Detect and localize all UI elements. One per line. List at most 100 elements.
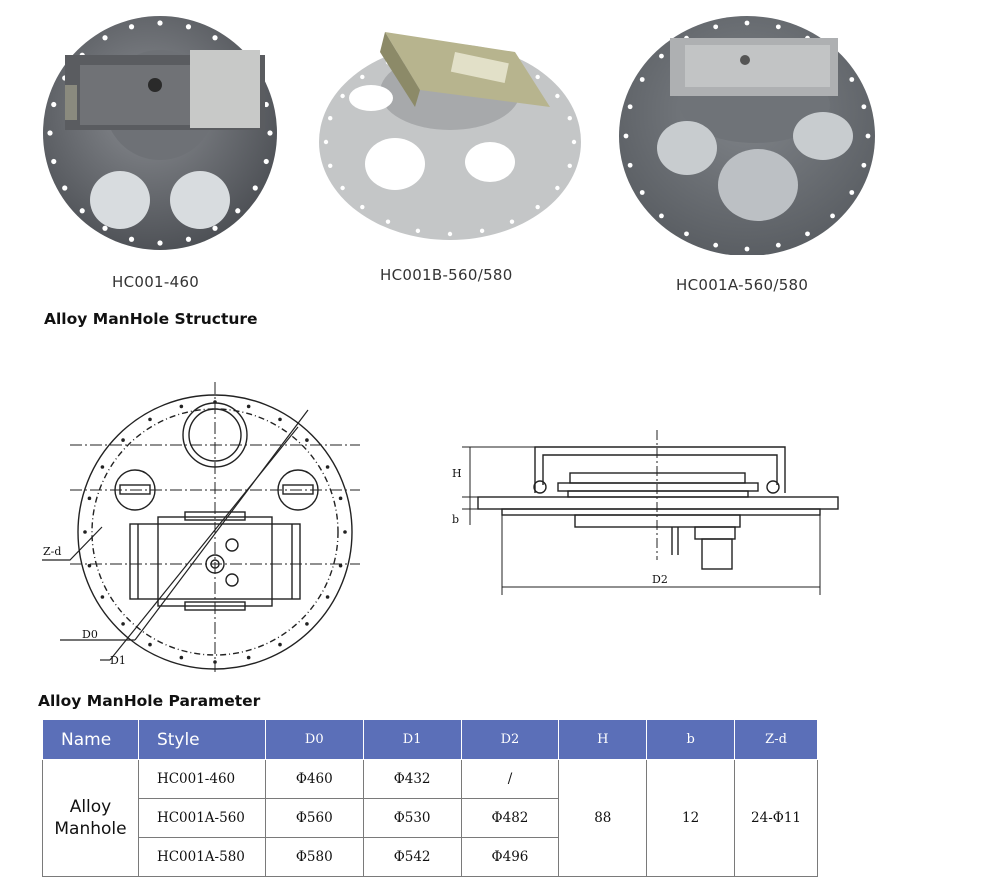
photo-caption-3: HC001A-560/580 <box>676 276 809 294</box>
bolt-hole <box>340 93 345 99</box>
bolt-hole <box>639 77 645 82</box>
bolt-hole <box>62 185 68 191</box>
table-row: Alloy Manhole HC001-460 Φ460 Φ432 / 88 1… <box>42 759 818 877</box>
b-cell: 12 <box>646 759 736 877</box>
photo-caption-2: HC001B-560/580 <box>380 266 513 284</box>
bolt-hole <box>775 242 781 248</box>
bolt-hole <box>713 24 719 30</box>
bolt-hole <box>121 438 125 442</box>
bolt-hole <box>328 115 333 121</box>
bolt-hole <box>51 101 57 108</box>
label-zd: Z-d <box>43 545 61 558</box>
header-b: b <box>646 719 736 760</box>
bolt-hole <box>83 530 87 534</box>
parameter-heading: Alloy ManHole Parameter <box>38 692 261 710</box>
bolt-hole <box>213 660 217 664</box>
bolt-hole <box>87 563 92 568</box>
manhole-side-view-drawing: H b D2 <box>452 430 839 595</box>
bolt-hole <box>79 208 85 214</box>
d2-cell: / <box>460 759 560 799</box>
bolt-hole <box>360 74 365 80</box>
bolt-hole <box>623 133 629 139</box>
bolt-hole <box>325 595 330 599</box>
bolt-hole <box>684 231 689 237</box>
d2-cell: Φ496 <box>460 837 560 877</box>
manhole-photo-hc001b-560-580 <box>319 32 581 240</box>
header-h: H <box>558 719 648 760</box>
header-d0: D0 <box>264 719 364 760</box>
bolt-hole <box>775 24 781 30</box>
bolt-hole <box>659 213 664 219</box>
bolt-hole <box>713 242 719 248</box>
bolt-hole <box>235 208 241 214</box>
bolt-hole <box>555 93 560 99</box>
header-style: Style <box>137 719 266 760</box>
bolt-hole <box>213 400 217 404</box>
label-h: H <box>452 467 462 480</box>
bolt-hole <box>121 622 125 626</box>
bolt-hole <box>338 563 343 568</box>
photo-caption-1: HC001-460 <box>112 273 200 291</box>
table-header-row: Name Style D0 D1 D2 H b Z-d <box>42 719 818 760</box>
bolt-hole <box>535 74 540 80</box>
bolt-hole <box>157 240 163 246</box>
table-row: HC001A-560 Φ560 Φ530 Φ482 <box>43 798 818 838</box>
bolt-hole <box>87 496 92 501</box>
d1-cell: Φ432 <box>362 759 462 799</box>
d1-cell: Φ542 <box>362 837 462 877</box>
bolt-hole <box>343 530 347 534</box>
structure-heading: Alloy ManHole Structure <box>44 310 258 328</box>
parameter-table: Name Style D0 D1 D2 H b Z-d Alloy Manhol… <box>42 719 818 877</box>
header-name: Name <box>42 719 139 760</box>
bolt-hole <box>305 622 309 626</box>
bolt-hole <box>360 204 365 210</box>
bolt-hole <box>47 130 53 136</box>
bolt-hole <box>571 139 577 145</box>
h-cell: 88 <box>558 759 648 877</box>
header-d2: D2 <box>460 719 560 760</box>
style-cell: HC001A-560 <box>137 798 266 838</box>
d0-cell: Φ580 <box>264 837 364 877</box>
manhole-photo-hc001-460 <box>43 16 277 250</box>
bolt-hole <box>157 20 163 26</box>
bolt-hole <box>338 496 343 501</box>
bolt-hole <box>861 104 867 110</box>
bolt-hole <box>805 231 810 237</box>
d0-cell: Φ560 <box>264 798 364 838</box>
bolt-hole <box>861 162 867 168</box>
bolt-hole <box>830 213 835 219</box>
header-d1: D1 <box>362 719 462 760</box>
label-d0: D0 <box>82 628 98 641</box>
bolt-hole <box>555 185 560 191</box>
bolt-hole <box>212 225 218 231</box>
bolt-hole <box>865 133 871 139</box>
bolt-hole <box>744 20 750 26</box>
bolt-hole <box>128 24 135 30</box>
bolt-hole <box>535 204 540 210</box>
manhole-top-view-drawing: Z-d D0 D1 <box>42 382 360 672</box>
label-b: b <box>452 513 459 526</box>
bolt-hole <box>415 228 421 234</box>
bolt-hole <box>744 246 750 252</box>
bolt-hole <box>328 163 333 169</box>
label-d1: D1 <box>110 654 126 667</box>
bolt-hole <box>627 104 633 110</box>
d1-cell: Φ530 <box>362 798 462 838</box>
bolt-hole <box>148 642 152 647</box>
bolt-hole <box>263 158 269 165</box>
bolt-hole <box>509 219 515 224</box>
bolt-hole <box>246 655 251 660</box>
bolt-hole <box>639 190 645 195</box>
style-cell: HC001A-580 <box>137 837 266 877</box>
bolt-hole <box>849 190 855 195</box>
label-d2: D2 <box>652 573 668 586</box>
bolt-hole <box>659 53 664 59</box>
bolt-hole <box>148 417 152 422</box>
bolt-hole <box>212 35 218 41</box>
bolt-hole <box>252 185 258 191</box>
bolt-hole <box>278 417 282 422</box>
bolt-hole <box>305 438 309 442</box>
bolt-hole <box>325 465 330 469</box>
bolt-hole <box>323 139 329 145</box>
bolt-hole <box>179 404 184 409</box>
